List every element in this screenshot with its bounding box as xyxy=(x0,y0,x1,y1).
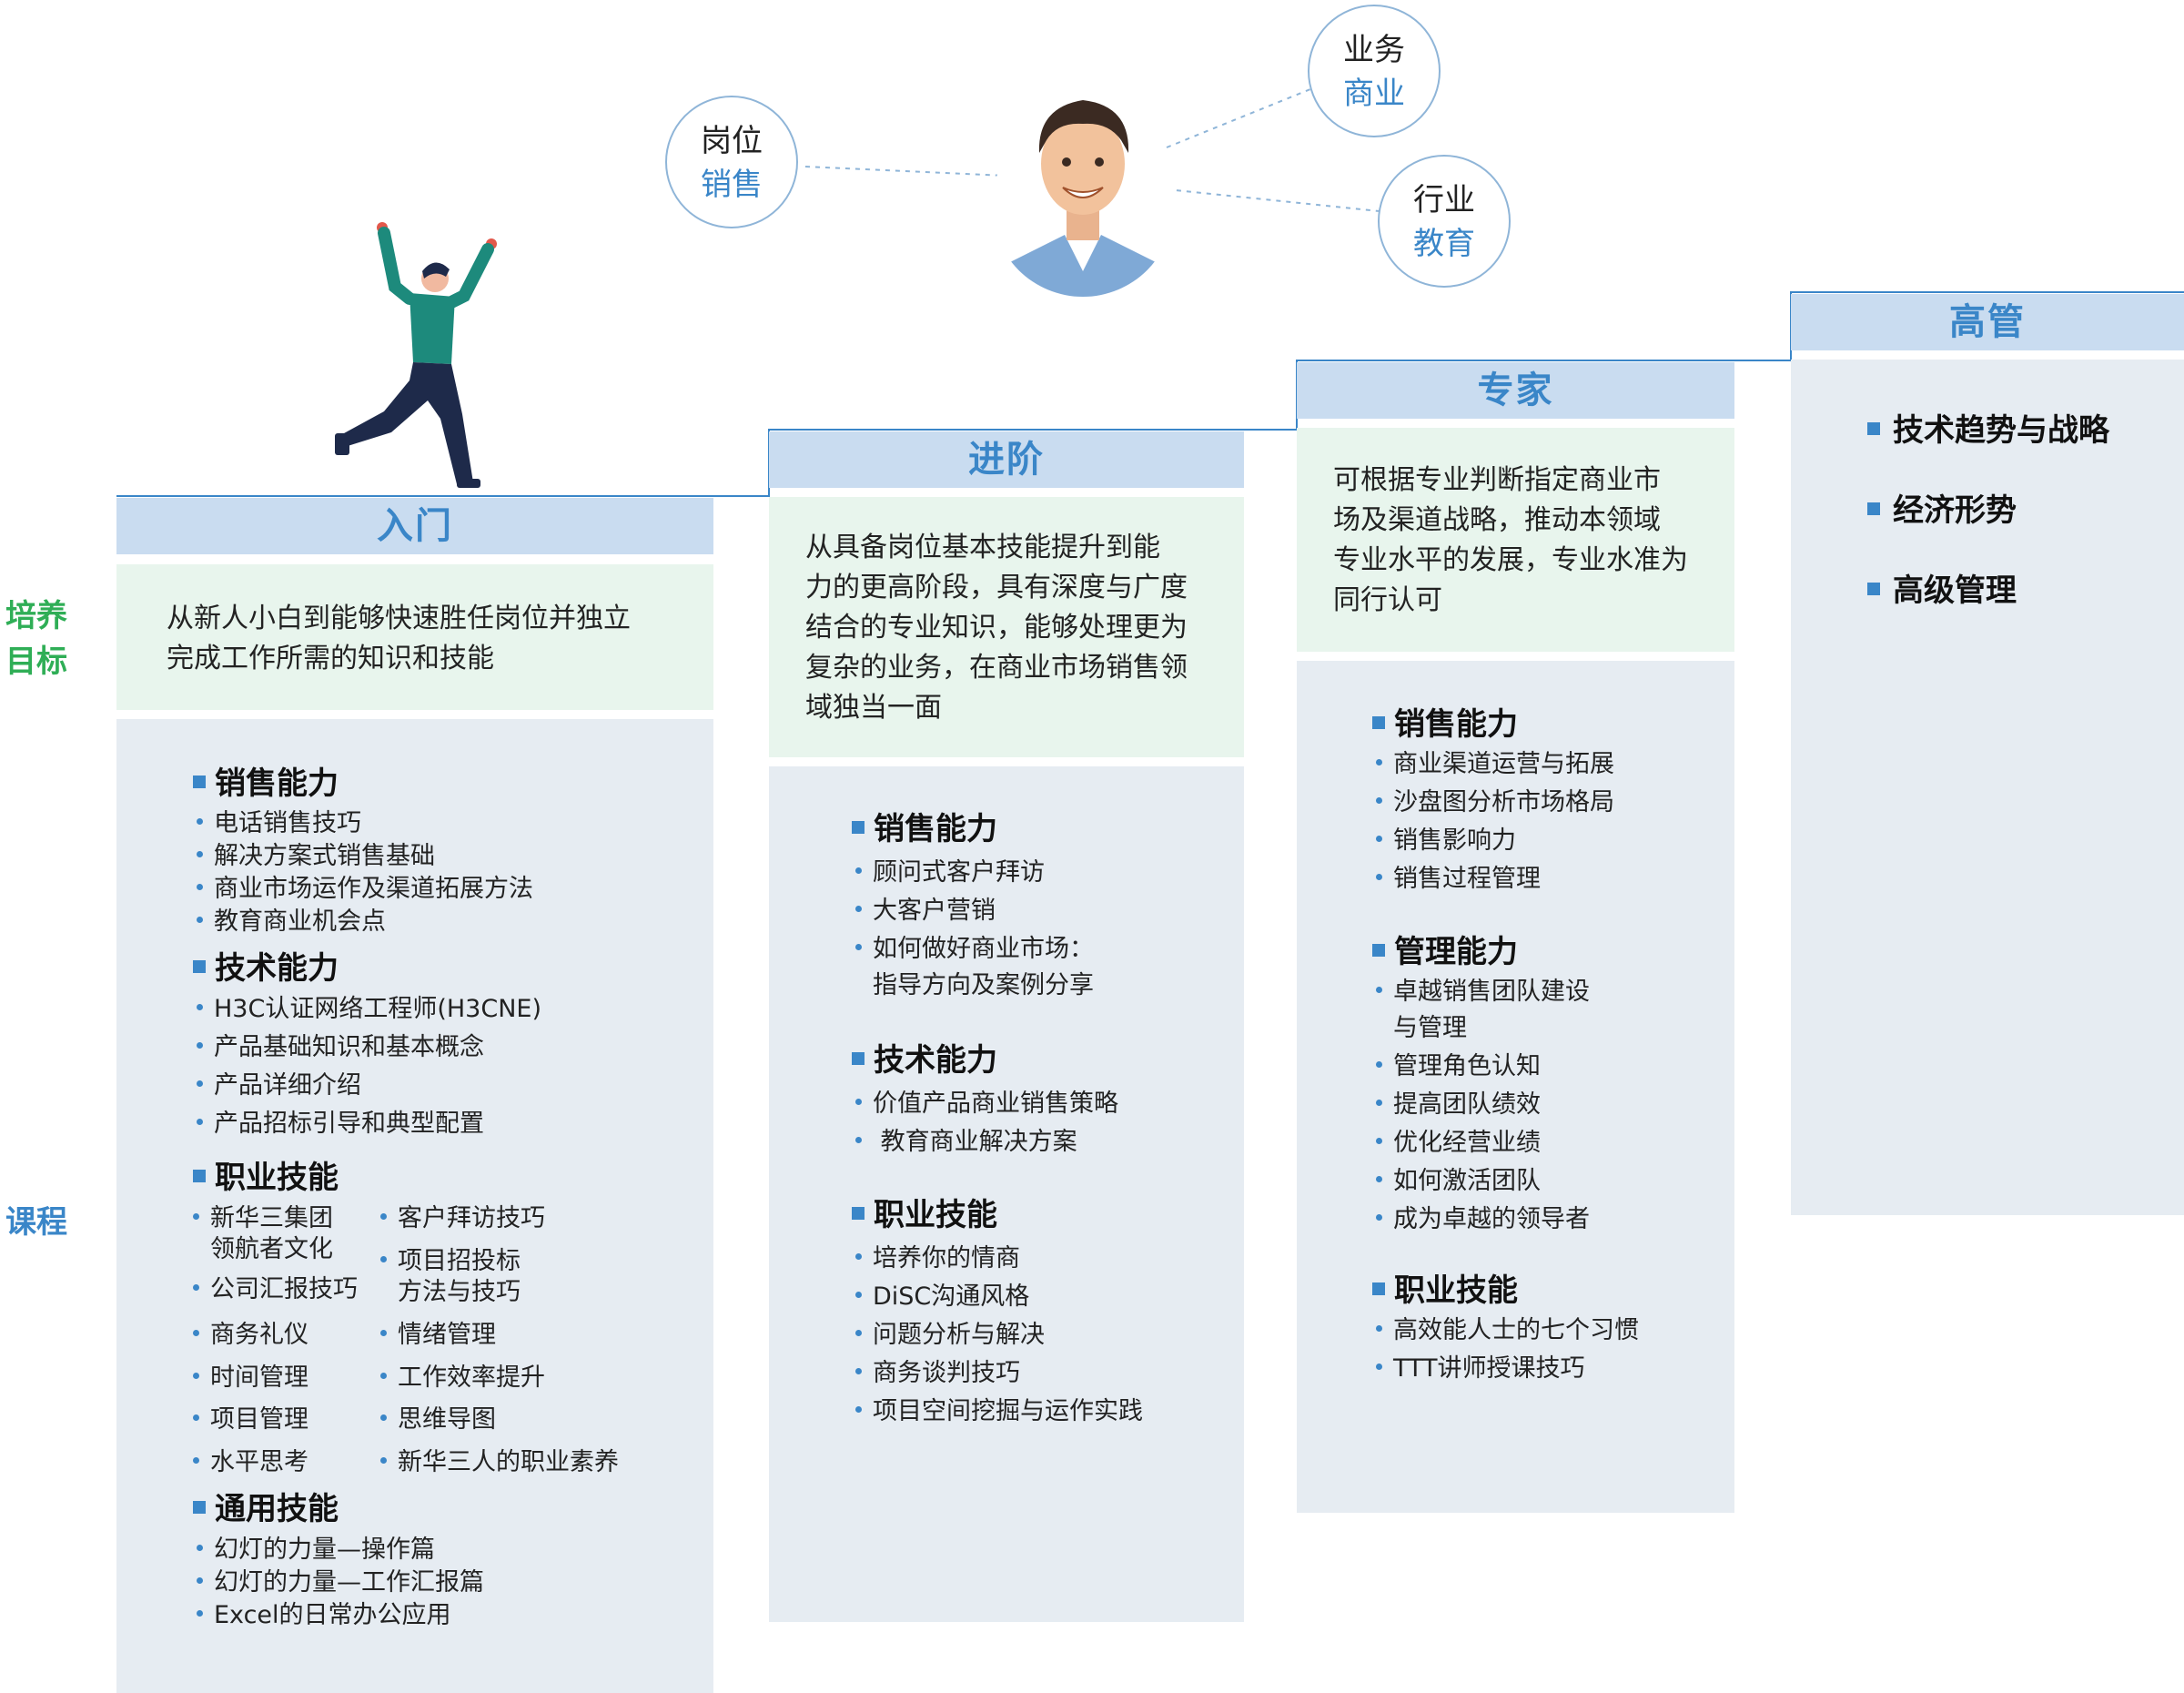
list-item: 与管理 xyxy=(1393,1014,1467,1042)
list-item: 大客户营销 xyxy=(855,896,996,927)
entry-sales-title: 销售能力 xyxy=(193,758,339,803)
list-item: 水平思考 xyxy=(193,1447,308,1478)
list-item: 项目空间挖掘与运作实践 xyxy=(855,1396,1143,1427)
list-item: 新华三人的职业素养 xyxy=(380,1447,619,1478)
list-item: Excel的日常办公应用 xyxy=(197,1600,451,1631)
list-item: 领航者文化 xyxy=(210,1235,333,1263)
list-item: TTT讲师授课技巧 xyxy=(1376,1353,1585,1384)
list-item: 工作效率提升 xyxy=(380,1363,545,1394)
list-item: 经济形势 xyxy=(1867,485,2017,530)
list-item: 提高团队绩效 xyxy=(1376,1090,1541,1120)
entry-general-title: 通用技能 xyxy=(193,1484,339,1528)
list-item: 高效能人士的七个习惯 xyxy=(1376,1315,1639,1346)
list-item: 销售影响力 xyxy=(1376,826,1516,857)
stage-advanced-courses xyxy=(769,766,1244,1622)
advanced-tech-title: 技术能力 xyxy=(852,1035,997,1080)
stage-entry-header: 入门 xyxy=(116,498,713,554)
list-item: 价值产品商业销售策略 xyxy=(855,1089,1118,1120)
industry-bubble: 行业 教育 xyxy=(1378,155,1511,288)
stage-entry-goal: 从新人小白到能够快速胜任岗位并独立 完成工作所需的知识和技能 xyxy=(116,564,713,710)
running-person-illustration xyxy=(335,222,497,488)
list-item: 项目招投标 xyxy=(380,1246,521,1277)
list-item: 优化经营业绩 xyxy=(1376,1128,1541,1159)
list-item: 电话销售技巧 xyxy=(197,808,361,839)
entry-career-title: 职业技能 xyxy=(193,1152,339,1197)
list-item: 产品详细介绍 xyxy=(197,1070,361,1101)
list-item: 卓越销售团队建设 xyxy=(1376,977,1590,1008)
expert-sales-title: 销售能力 xyxy=(1372,699,1518,744)
list-item: 解决方案式销售基础 xyxy=(197,841,435,872)
business-bubble: 业务 商业 xyxy=(1308,5,1441,137)
list-item: 沙盘图分析市场格局 xyxy=(1376,787,1614,818)
role-bubble: 岗位 销售 xyxy=(665,96,798,228)
list-item: 方法与技巧 xyxy=(398,1278,521,1306)
list-item: 管理角色认知 xyxy=(1376,1051,1541,1082)
list-item: 新华三集团 xyxy=(193,1203,333,1234)
list-item: 商业市场运作及渠道拓展方法 xyxy=(197,874,533,905)
list-item: 项目管理 xyxy=(193,1404,308,1435)
list-item: 教育商业机会点 xyxy=(197,907,386,938)
list-item: 如何激活团队 xyxy=(1376,1166,1541,1197)
list-item: 思维导图 xyxy=(380,1404,496,1435)
expert-career-title: 职业技能 xyxy=(1372,1265,1518,1310)
list-item: DiSC沟通风格 xyxy=(855,1282,1029,1313)
list-item: 成为卓越的领导者 xyxy=(1376,1204,1590,1235)
list-item: 产品基础知识和基本概念 xyxy=(197,1032,484,1063)
list-item: 高级管理 xyxy=(1867,565,2017,610)
goal-side-label: 培养 目标 xyxy=(5,598,67,680)
list-item: 商务礼仪 xyxy=(193,1320,308,1351)
list-item: 商业渠道运营与拓展 xyxy=(1376,749,1614,780)
stage-expert-goal: 可根据专业判断指定商业市 场及渠道战略，推动本领域 专业水平的发展，专业水准为 … xyxy=(1297,428,1734,652)
list-item: 销售过程管理 xyxy=(1376,864,1541,895)
stage-advanced-goal: 从具备岗位基本技能提升到能 力的更高阶段，具有深度与广度 结合的专业知识，能够处… xyxy=(769,497,1244,757)
list-item: 公司汇报技巧 xyxy=(193,1274,358,1305)
list-item: 教育商业解决方案 xyxy=(855,1127,1077,1158)
list-item: 客户拜访技巧 xyxy=(380,1203,545,1234)
list-item: 幻灯的力量—操作篇 xyxy=(197,1535,435,1566)
avatar-illustration xyxy=(992,100,1174,297)
list-item: 情绪管理 xyxy=(380,1320,496,1351)
expert-mgmt-title: 管理能力 xyxy=(1372,927,1518,971)
list-item: 产品招标引导和典型配置 xyxy=(197,1109,484,1140)
list-item: 问题分析与解决 xyxy=(855,1320,1045,1351)
list-item: 顾问式客户拜访 xyxy=(855,857,1045,888)
list-item: 培养你的情商 xyxy=(855,1243,1020,1274)
stage-advanced-header: 进阶 xyxy=(769,431,1244,488)
course-side-label: 课程 xyxy=(5,1204,67,1241)
advanced-career-title: 职业技能 xyxy=(852,1190,997,1234)
list-item: 技术趋势与战略 xyxy=(1867,405,2109,450)
list-item: 商务谈判技巧 xyxy=(855,1358,1020,1389)
list-item: 如何做好商业市场： xyxy=(855,934,1094,965)
stage-executive-header: 高管 xyxy=(1791,294,2184,350)
advanced-sales-title: 销售能力 xyxy=(852,804,997,848)
list-item: 幻灯的力量—工作汇报篇 xyxy=(197,1567,484,1598)
list-item: 时间管理 xyxy=(193,1363,308,1394)
entry-tech-title: 技术能力 xyxy=(193,943,339,988)
list-item: 指导方向及案例分享 xyxy=(873,971,1094,999)
list-item: H3C认证网络工程师(H3CNE) xyxy=(197,994,541,1025)
stage-expert-header: 专家 xyxy=(1297,362,1734,419)
